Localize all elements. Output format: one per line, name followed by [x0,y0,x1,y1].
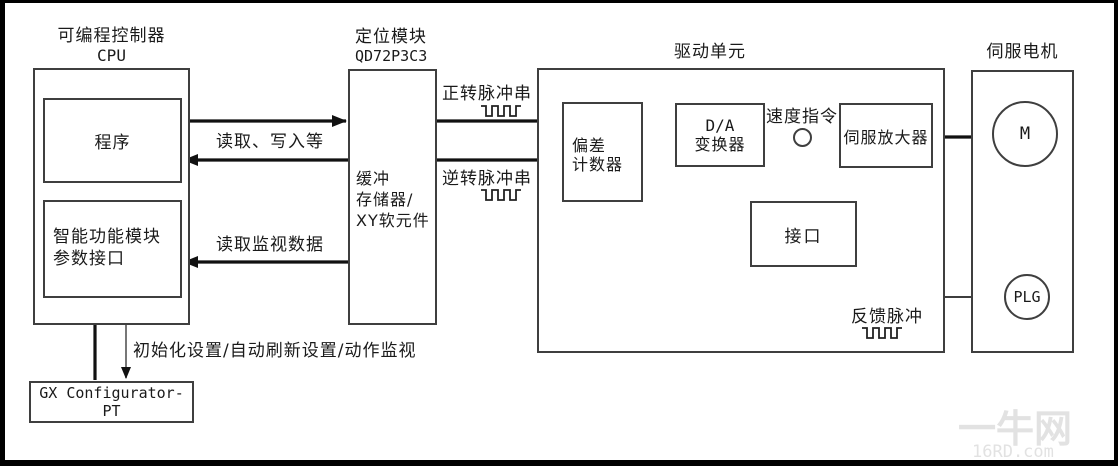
positioning-module-title: 定位模块 QD72P3C3 [355,28,427,66]
deviation-counter-line2: 计数器 [572,155,624,174]
servo-amplifier-label: 伺服放大器 [843,127,929,147]
servo-motor-title: 伺服电机 [986,42,1059,62]
read-write-label: 读取、写入等 [216,132,324,152]
interface-label: 接口 [784,226,823,247]
pulse-waveform-icon [481,105,521,117]
encoder-label: PLG [1013,288,1041,306]
init-settings-label: 初始化设置/自动刷新设置/动作监视 [133,341,417,361]
feedback-pulse-label: 反馈脉冲 [851,307,923,327]
speed-command-label: 速度指令 [766,107,838,127]
watermark-domain: 16RD.com [972,442,1054,462]
interface-box: 接口 [750,201,857,267]
buffer-memory-line2: 存储器/ [356,190,414,209]
intelligent-module-line2: 参数接口 [53,249,125,269]
plc-title-line2: CPU [97,46,126,65]
buffer-memory-line3: XY软元件 [356,211,430,230]
program-box: 程序 [43,98,182,183]
encoder-circle: PLG [1004,274,1050,320]
deviation-counter-box [562,102,643,202]
da-converter-box: D/A 变换器 [675,103,765,167]
program-label: 程序 [94,133,131,153]
servo-amplifier-box: 伺服放大器 [839,103,933,168]
deviation-counter-line1: 偏差 [572,136,607,155]
da-converter-line2: 变换器 [694,135,746,154]
intelligent-module-box [43,200,182,298]
da-converter-line1: D/A [705,116,735,135]
deviation-counter-label: 偏差 计数器 [572,136,623,174]
gx-configurator-box: GX Configurator-PT [29,381,194,423]
motor-label: M [1019,124,1031,144]
positioning-module-model: QD72P3C3 [355,47,428,65]
pulse-waveform-icon [862,327,902,339]
watermark-brand: 一牛网 [958,407,1073,451]
buffer-memory-line1: 缓冲 [356,169,391,188]
plc-title: 可编程控制器 CPU [33,26,190,66]
forward-pulse-label: 正转脉冲串 [442,84,532,104]
drive-unit-title: 驱动单元 [674,42,746,62]
positioning-module-title-line1: 定位模块 [355,27,427,47]
intelligent-module-label: 智能功能模块 参数接口 [53,226,161,270]
reverse-pulse-label: 逆转脉冲串 [442,169,532,189]
read-monitor-label: 读取监视数据 [216,235,324,255]
intelligent-module-line1: 智能功能模块 [53,227,161,247]
plc-title-line1: 可编程控制器 [57,26,166,46]
gx-configurator-label: GX Configurator-PT [39,384,184,420]
positioning-module-box [348,69,437,325]
summing-junction [793,128,812,147]
motor-circle: M [992,101,1058,167]
pulse-waveform-icon [481,189,521,201]
buffer-memory-label: 缓冲 存储器/ XY软元件 [356,168,430,231]
